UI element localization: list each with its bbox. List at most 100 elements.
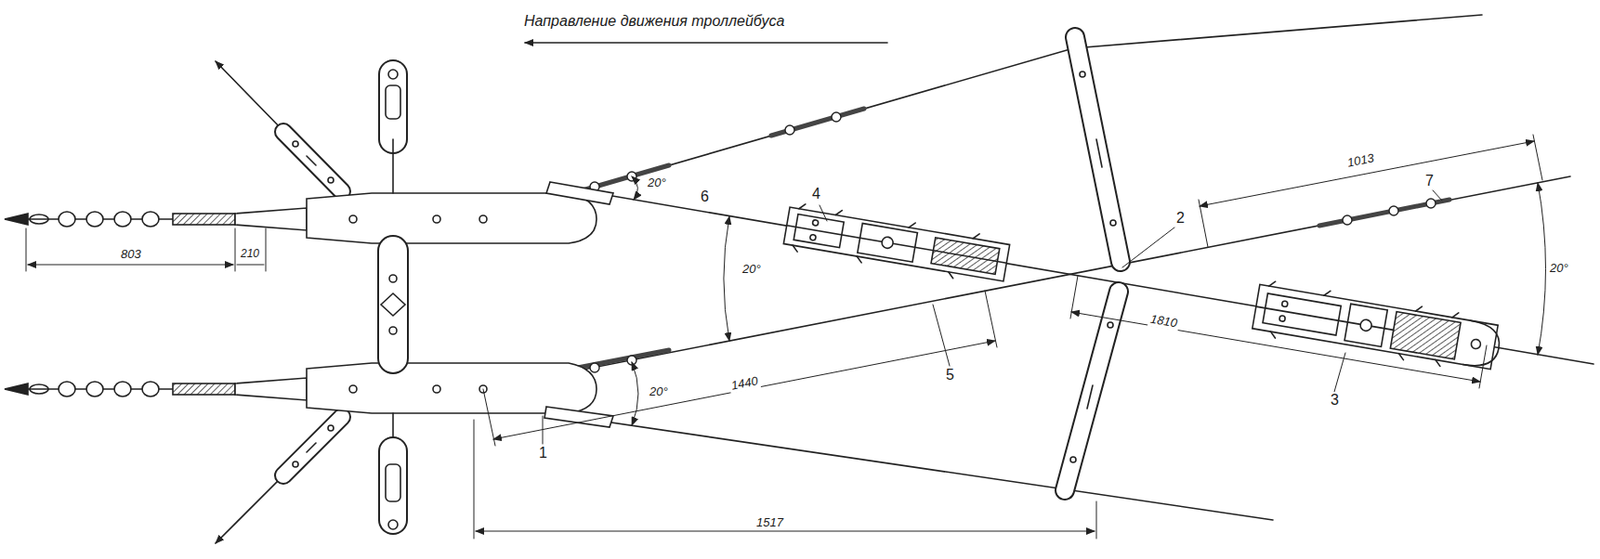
insulator-chain bbox=[4, 378, 316, 401]
callout-number: 4 bbox=[810, 185, 823, 203]
insulator-chain bbox=[4, 213, 28, 225]
insulator-chain bbox=[114, 211, 132, 227]
frog-assembly bbox=[809, 234, 816, 241]
suspension-frame bbox=[380, 69, 406, 530]
frog-assembly bbox=[1470, 339, 1482, 351]
dimension-value: 803 bbox=[118, 248, 144, 263]
insulated-section bbox=[1319, 199, 1450, 226]
spacer-bar bbox=[1107, 322, 1114, 328]
frog-assembly bbox=[783, 207, 1010, 282]
insulator-chain bbox=[235, 378, 307, 401]
side-hanger bbox=[327, 177, 334, 184]
spacer-bar bbox=[1079, 71, 1086, 78]
suspension-frame bbox=[380, 451, 407, 521]
side-hanger bbox=[215, 61, 354, 203]
wire-clamp bbox=[1426, 198, 1436, 209]
frog-assembly bbox=[1463, 320, 1504, 370]
frog-assembly bbox=[1260, 280, 1459, 368]
spacer-bar bbox=[1070, 457, 1076, 463]
dimension-value: 210 bbox=[238, 248, 262, 262]
insulated-section bbox=[771, 108, 865, 136]
direction-arrow bbox=[524, 41, 888, 44]
suspension-frame bbox=[388, 69, 398, 79]
wire-clamp bbox=[1389, 206, 1399, 216]
angle-value: 20° bbox=[647, 385, 670, 400]
frog-assembly bbox=[880, 236, 894, 250]
frog-assembly bbox=[1281, 301, 1288, 308]
spacer-bar bbox=[1096, 139, 1102, 168]
direction-note: Направление движения троллейбуса bbox=[522, 13, 787, 30]
angle-value: 20° bbox=[740, 262, 763, 277]
dimension-value: 1810 bbox=[1147, 312, 1181, 331]
wire-clamp bbox=[785, 125, 795, 135]
frog-assembly bbox=[1251, 279, 1504, 377]
dimension-line bbox=[473, 134, 1543, 539]
suspension-frame bbox=[380, 293, 406, 316]
side-hanger bbox=[306, 156, 316, 166]
suspension-frame bbox=[378, 451, 408, 521]
suspension-frame bbox=[385, 85, 401, 119]
dimension-line bbox=[265, 228, 267, 272]
leader-line bbox=[819, 205, 827, 222]
frog-assembly bbox=[1279, 315, 1286, 323]
dimension-line bbox=[235, 228, 237, 272]
insulator-chain bbox=[172, 213, 236, 225]
dimension-line bbox=[984, 290, 997, 348]
dimension-line bbox=[483, 389, 496, 446]
dimension-line bbox=[27, 264, 234, 266]
side-hanger bbox=[283, 131, 342, 192]
spacer-bar bbox=[1064, 37, 1121, 491]
dimension-value: 1517 bbox=[754, 516, 786, 531]
suspension-frame bbox=[389, 327, 397, 335]
side-hanger bbox=[306, 443, 316, 453]
side-hanger bbox=[283, 417, 342, 476]
side-hanger bbox=[292, 461, 299, 468]
wire-clamp bbox=[552, 112, 1436, 380]
fixing-plate bbox=[306, 193, 597, 244]
frog-assembly bbox=[782, 201, 1010, 288]
dimension-line bbox=[236, 264, 264, 266]
fixing-plate bbox=[349, 215, 357, 223]
suspension-frame bbox=[389, 275, 397, 283]
side-hanger bbox=[215, 406, 354, 544]
insulator-chain bbox=[114, 381, 132, 397]
contact-wire bbox=[483, 176, 1571, 390]
dimension-line bbox=[1198, 199, 1208, 248]
suspension-frame bbox=[379, 250, 407, 359]
callout-number: 1 bbox=[537, 445, 550, 462]
fixing-plate bbox=[306, 182, 614, 428]
insulator-chain bbox=[86, 381, 104, 397]
suspension-frame bbox=[385, 464, 401, 502]
insulator-chain bbox=[58, 211, 76, 227]
fixing-plate bbox=[432, 215, 441, 223]
insulator-chain bbox=[235, 208, 307, 231]
side-hanger bbox=[327, 425, 334, 432]
contact-wire bbox=[548, 413, 1273, 521]
contact-wire bbox=[552, 185, 1594, 365]
leader-line bbox=[932, 304, 950, 367]
fixing-plate bbox=[349, 385, 357, 394]
dimension-line bbox=[493, 340, 996, 440]
callout-number: 3 bbox=[1328, 392, 1341, 409]
fixing-plate bbox=[479, 215, 487, 223]
contact-wire bbox=[483, 14, 1594, 521]
side-hanger bbox=[215, 61, 354, 544]
dimension-line bbox=[26, 228, 266, 272]
dimension-line bbox=[473, 419, 475, 539]
angle-value: 20° bbox=[1547, 262, 1571, 276]
fixing-plate bbox=[432, 385, 441, 394]
leader-line bbox=[542, 416, 544, 445]
leader-line bbox=[1334, 353, 1346, 393]
wire-clamp bbox=[590, 363, 600, 373]
wire-clamp bbox=[831, 112, 841, 122]
frog-assembly bbox=[1390, 312, 1461, 360]
insulator-chain bbox=[142, 381, 159, 397]
angle-arc bbox=[631, 176, 1546, 426]
leader-line bbox=[1122, 227, 1175, 268]
angle-arc bbox=[1537, 183, 1546, 355]
spacer-bar bbox=[1075, 37, 1121, 263]
angle-arc bbox=[723, 216, 730, 341]
insulator-chain bbox=[4, 208, 316, 231]
